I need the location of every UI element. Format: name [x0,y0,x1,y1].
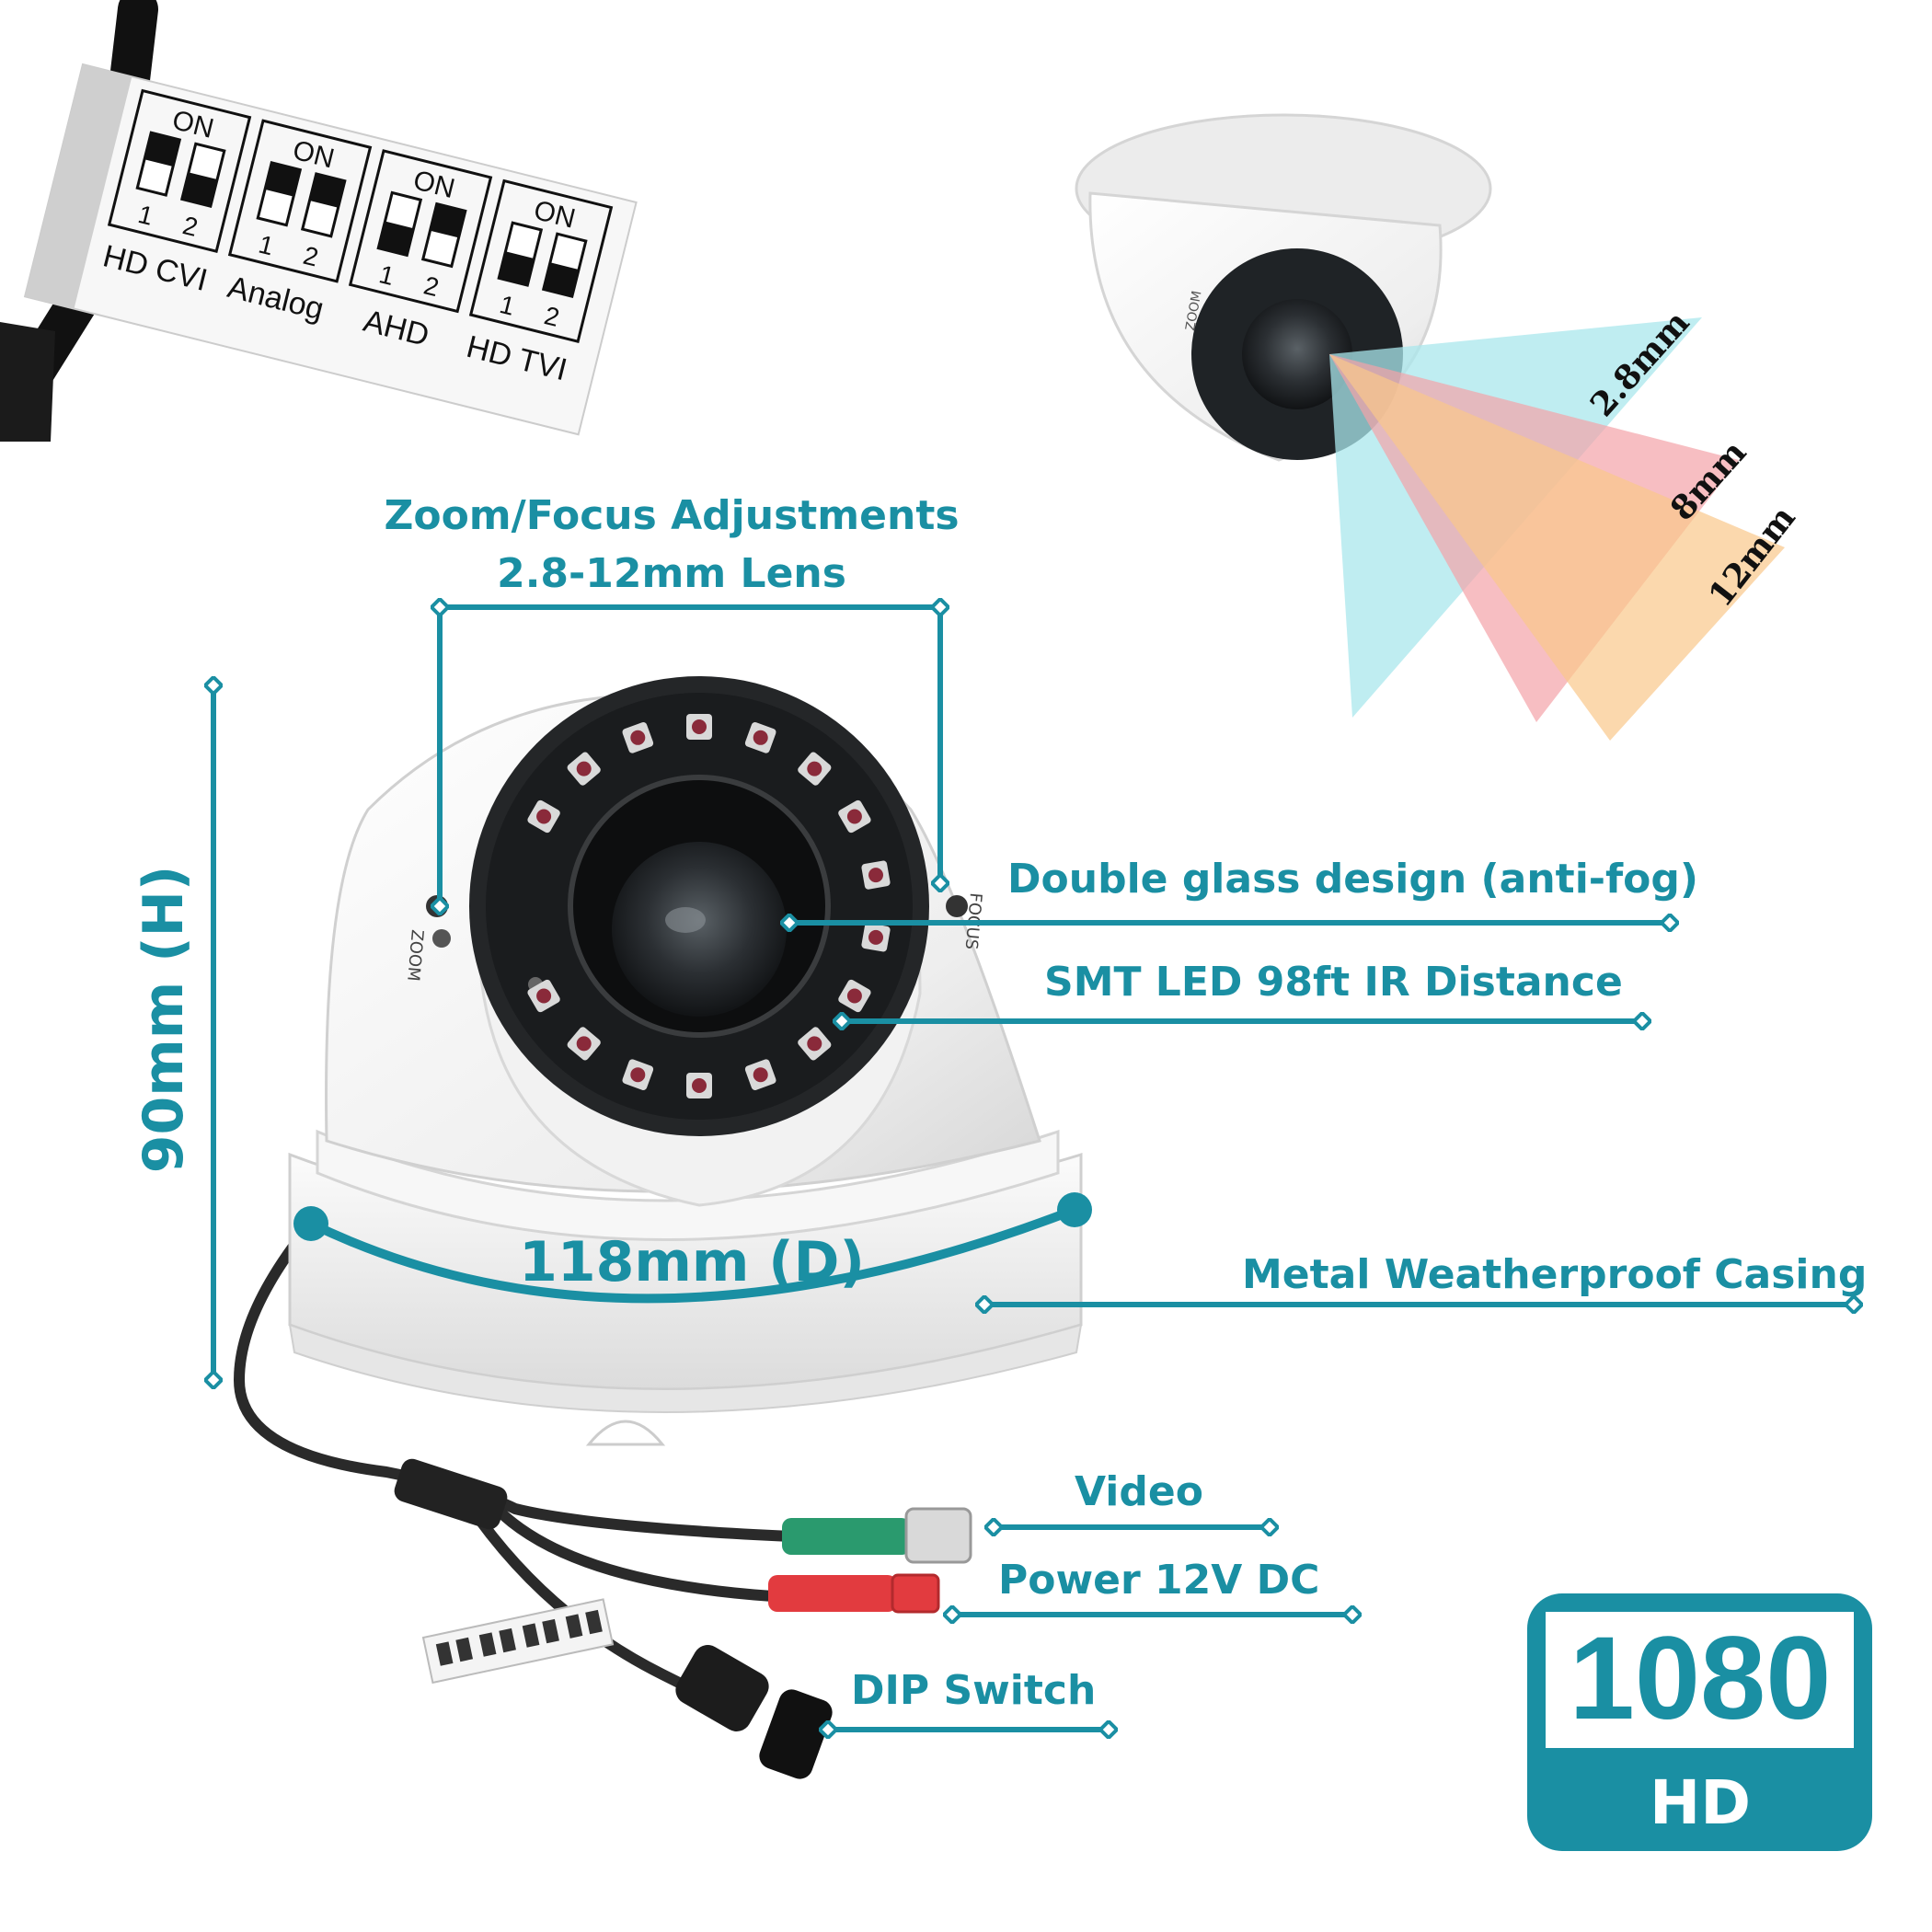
casing-label: Metal Weatherproof Casing [1242,1251,1867,1298]
dip-group-analog: ON 1 2 Analog [224,119,373,328]
main-camera: ZOOM FOCUS [233,676,1083,1779]
dip-number: 1 [376,259,397,291]
lens-range-label: 2.8-12mm Lens [497,550,846,597]
mini-dip-sticker [421,1598,615,1685]
cable-grommet [0,322,55,442]
ir-led-array [527,714,891,1098]
double-glass-label: Double glass design (anti-fog) [1007,856,1698,903]
ir-led-emitter [630,1067,646,1083]
dip-group-hd-cvi: ON 1 2 HD CVI [99,88,252,298]
badge-inner [1546,1612,1854,1748]
resolution-badge: 1080 HD [1527,1593,1872,1851]
power-cable [492,1504,774,1602]
height-dimension-label: 90mm (H) [132,866,196,1173]
ir-led-emitter [807,761,822,776]
focus-knob [946,895,968,917]
ir-led-emitter [630,730,646,745]
dip-switch-sticker: ON 1 2 HD CVI ON 1 2 Analog ON [0,0,638,442]
zoom-side-text: ZOOM [403,929,427,983]
power-label: Power 12V DC [998,1557,1319,1604]
diameter-arc-end-right [1057,1192,1092,1227]
small-camera-lens [1242,299,1352,409]
ir-led-emitter [753,730,768,745]
cable-junction [394,1458,508,1530]
diameter-dimension-label: 118mm (D) [519,1230,865,1294]
ir-led-emitter [846,809,862,824]
ir-led-emitter [692,1078,707,1093]
zoom-focus-title: Zoom/Focus Adjustments [384,492,959,539]
base-notch [585,1420,666,1446]
dip-number: 1 [135,200,156,231]
sticker-paper [23,63,638,436]
badge-resolution: 1080 [1570,1613,1832,1744]
dip-number: 1 [497,290,518,321]
dip-connector [675,1645,833,1779]
ir-led-emitter [807,1036,822,1052]
beam-diagram: ZOOM 2.8mm 8mm 12mm [1075,113,1803,741]
diameter-arc [308,1205,1076,1304]
diameter-arc-end-left [293,1206,328,1241]
base-lip [288,1323,1083,1413]
ir-led-emitter [868,868,883,883]
video-bnc-plug [782,1507,972,1564]
dip-switch-label: DIP Switch [851,1667,1096,1714]
power-dc-plug [768,1573,940,1614]
ir-led-emitter [692,719,707,734]
dip-group-ahd: ON 1 2 AHD [348,149,493,353]
ir-led-emitter [576,1036,592,1052]
mid-ring [316,1129,1060,1241]
beam-narrow [1329,354,1785,741]
ir-led-emitter [868,929,883,945]
smt-led-label: SMT LED 98ft IR Distance [1044,959,1623,1006]
badge-hd: HD [1650,1767,1751,1838]
dip-number: 2 [421,270,443,302]
ir-led-emitter [576,761,592,776]
small-zoom-text: ZOOM [1183,290,1204,332]
dip-number: 2 [180,211,201,242]
ir-led-emitter [536,988,552,1004]
video-label: Video [1075,1468,1203,1515]
dip-number: 1 [256,230,277,261]
zoom-focus-bracket [440,604,940,906]
ir-led-emitter [846,988,862,1004]
ir-led-emitter [753,1067,768,1083]
video-cable [233,1229,792,1542]
dip-number: 2 [542,301,563,332]
ir-led-emitter [536,809,552,824]
dip-number: 2 [301,241,322,272]
callout-lines [213,607,1854,1730]
sticker-fold [25,64,132,309]
